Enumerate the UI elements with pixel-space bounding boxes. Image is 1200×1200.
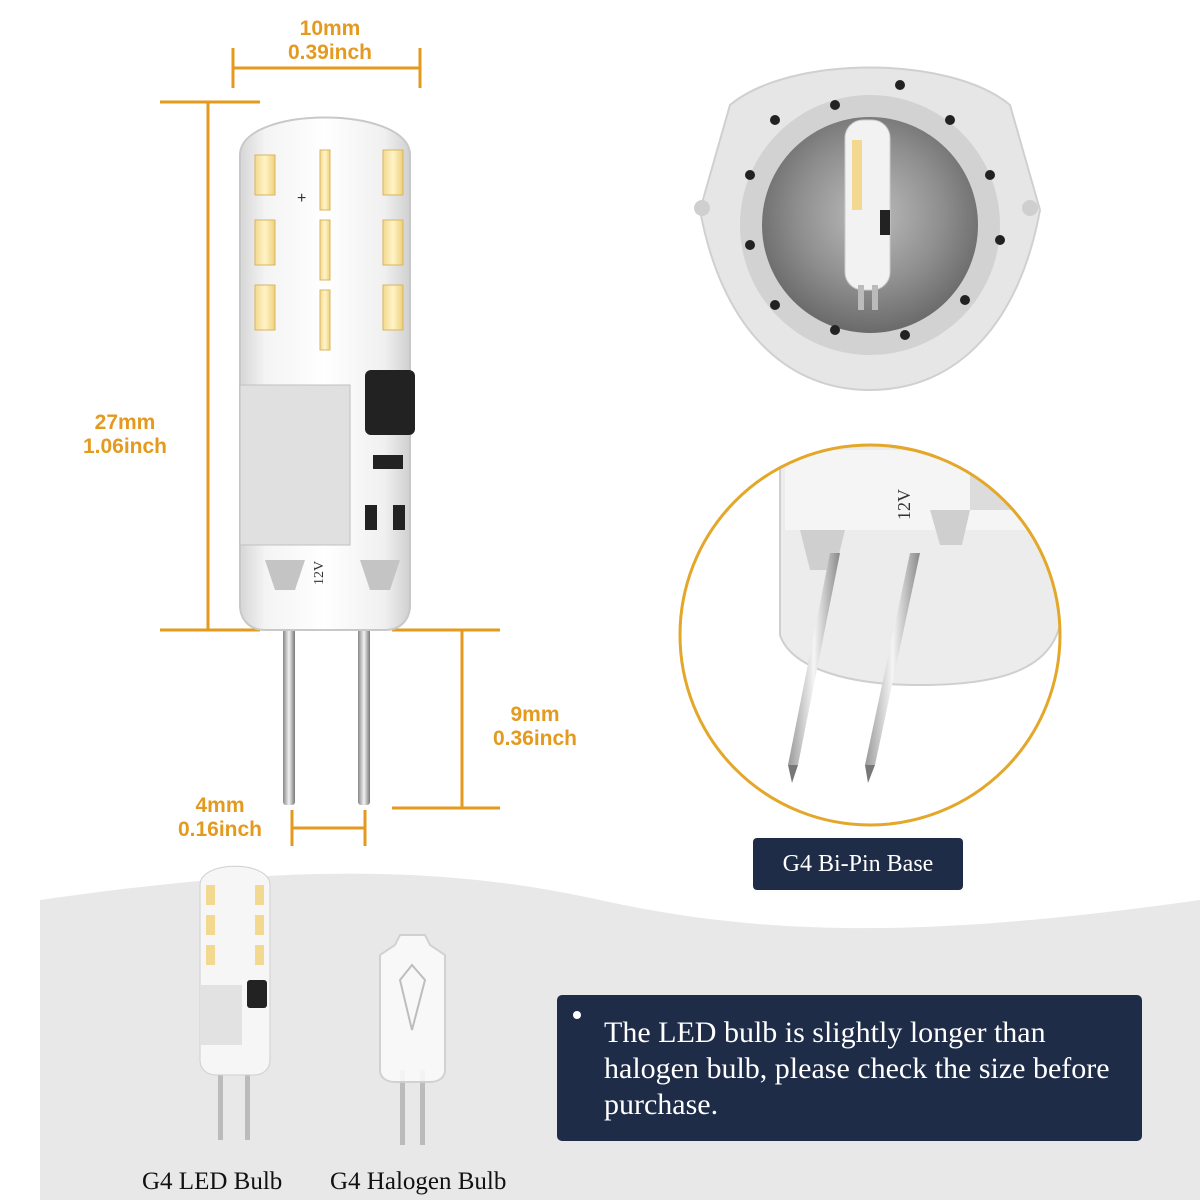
comparison-halogen-bulb-image xyxy=(379,934,446,1145)
pin-length-dimension-label: 9mm 0.36inch xyxy=(470,703,600,751)
pin-spacing-dimension-label: 4mm 0.16inch xyxy=(150,794,290,842)
width-mm: 10mm xyxy=(299,17,361,40)
svg-text:+: + xyxy=(297,190,306,207)
comparison-led-bulb-image xyxy=(199,865,271,1140)
bi-pin-zoom-image: 12V xyxy=(678,443,1062,827)
halogen-bulb-caption: G4 Halogen Bulb xyxy=(330,1168,507,1195)
height-inch: 1.06inch xyxy=(82,435,168,458)
size-note-text: The LED bulb is slightly longer than hal… xyxy=(604,1016,1110,1121)
pin-spacing-inch: 0.16inch xyxy=(177,818,263,841)
reflector-image xyxy=(694,66,1042,392)
height-mm: 27mm xyxy=(94,411,156,434)
width-inch: 0.39inch xyxy=(287,41,373,64)
pin-spacing-mm: 4mm xyxy=(195,794,245,817)
size-note-box: The LED bulb is slightly longer than hal… xyxy=(557,995,1142,1141)
note-bullet-icon xyxy=(573,1011,581,1019)
pin-length-mm: 9mm xyxy=(510,703,560,726)
width-dimension-label: 10mm 0.39inch xyxy=(260,17,400,65)
led-bulb-image: 12V + xyxy=(239,116,415,805)
bi-pin-base-label: G4 Bi-Pin Base xyxy=(753,838,963,890)
led-bulb-caption: G4 LED Bulb xyxy=(142,1168,283,1195)
height-dimension-label: 27mm 1.06inch xyxy=(60,411,190,459)
pin-length-inch: 0.36inch xyxy=(492,727,578,750)
zoom-voltage-marking: 12V xyxy=(894,489,914,520)
bulb-voltage-marking: 12V xyxy=(312,561,327,585)
